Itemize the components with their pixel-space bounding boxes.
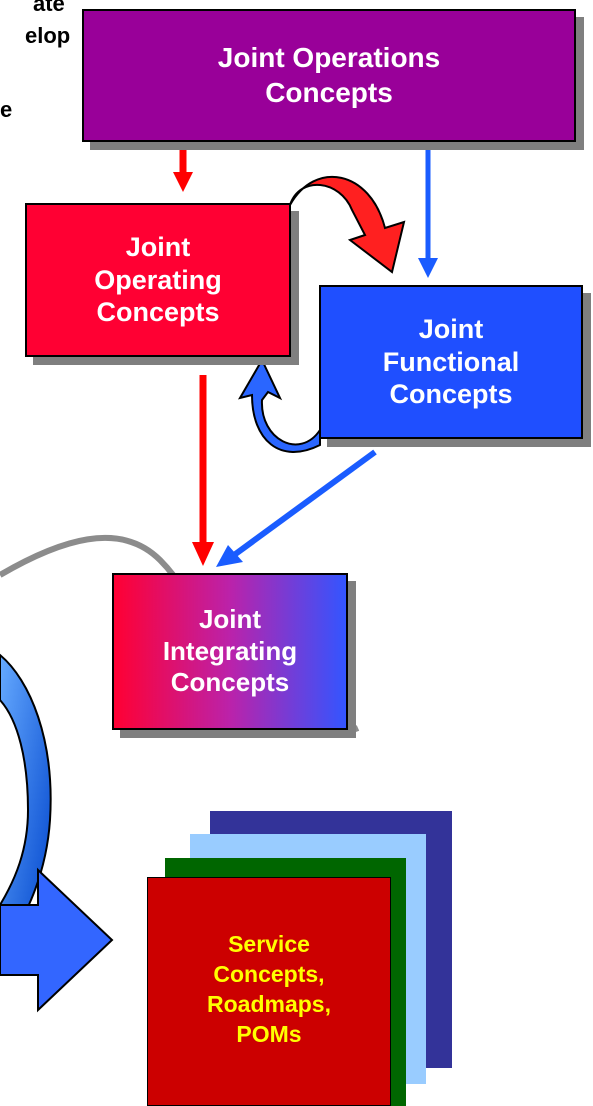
blue-arrow-functional-to-integrating — [228, 449, 377, 561]
joint-operations-concepts-box: Joint Operations Concepts — [82, 9, 576, 142]
joint-operating-concepts-box: Joint Operating Concepts — [25, 203, 291, 357]
blue-arrowhead-1 — [418, 258, 438, 278]
fragment-text-1: ate — [33, 0, 65, 16]
joint-operating-concepts-label: Joint Operating Concepts — [94, 231, 222, 328]
red-curved-arrow — [289, 176, 406, 274]
service-concepts-label: Service Concepts, Roadmaps, POMs — [207, 931, 331, 1047]
joint-operations-concepts-label: Joint Operations Concepts — [217, 42, 441, 108]
blue-arrowhead-2 — [216, 545, 243, 567]
right-arrow-shape — [0, 867, 114, 1013]
fragment-text-2: elop — [25, 23, 71, 48]
fragment-text-3: e — [0, 97, 13, 122]
joint-integrating-concepts-label: Joint Integrating Concepts — [162, 603, 298, 698]
service-stack-front — [147, 877, 391, 1106]
red-arrowhead-1 — [173, 172, 193, 192]
joint-functional-concepts-label: Joint Functional Concepts — [382, 313, 520, 410]
joint-functional-concepts-box: Joint Functional Concepts — [319, 285, 583, 439]
blue-curved-arrow — [237, 357, 321, 453]
red-arrowhead-2 — [192, 542, 214, 566]
joint-integrating-concepts-box: Joint Integrating Concepts — [112, 573, 348, 730]
